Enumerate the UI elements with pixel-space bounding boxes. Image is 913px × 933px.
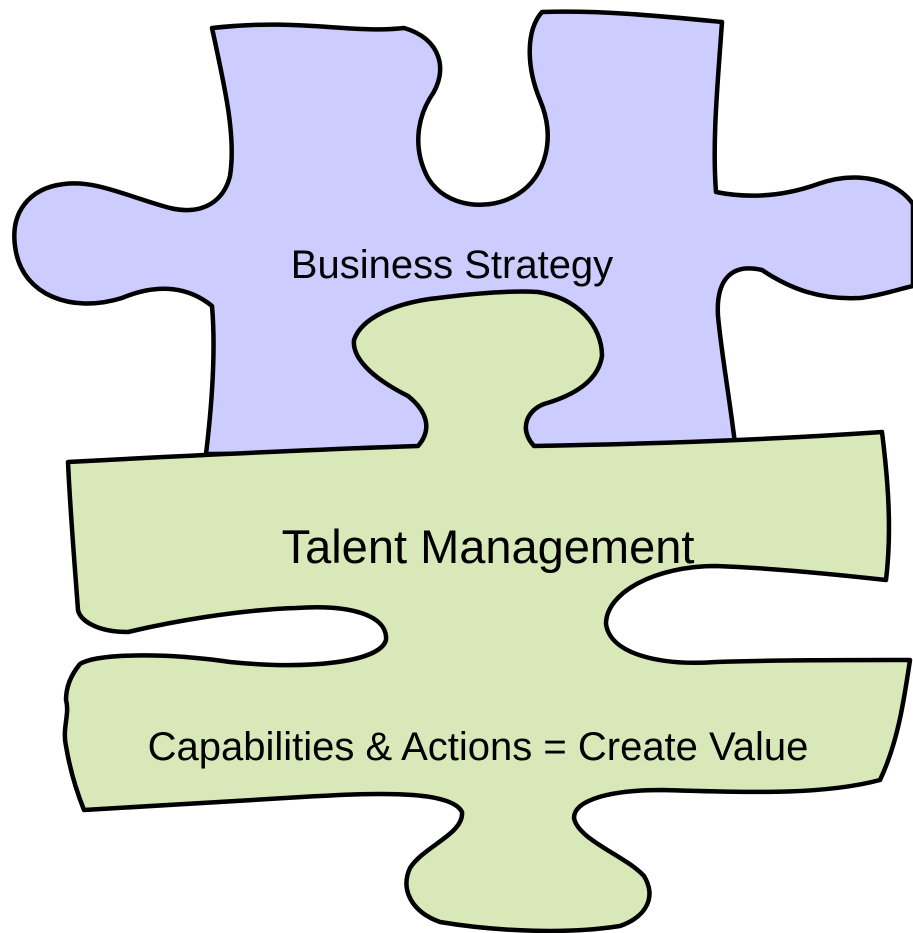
talent-management-piece — [62, 289, 913, 933]
business-strategy-piece — [12, 9, 913, 457]
business-strategy-label: Business Strategy — [291, 243, 613, 287]
capabilities-label: Capabilities & Actions = Create Value — [148, 725, 809, 769]
talent-management-label: Talent Management — [282, 520, 695, 573]
